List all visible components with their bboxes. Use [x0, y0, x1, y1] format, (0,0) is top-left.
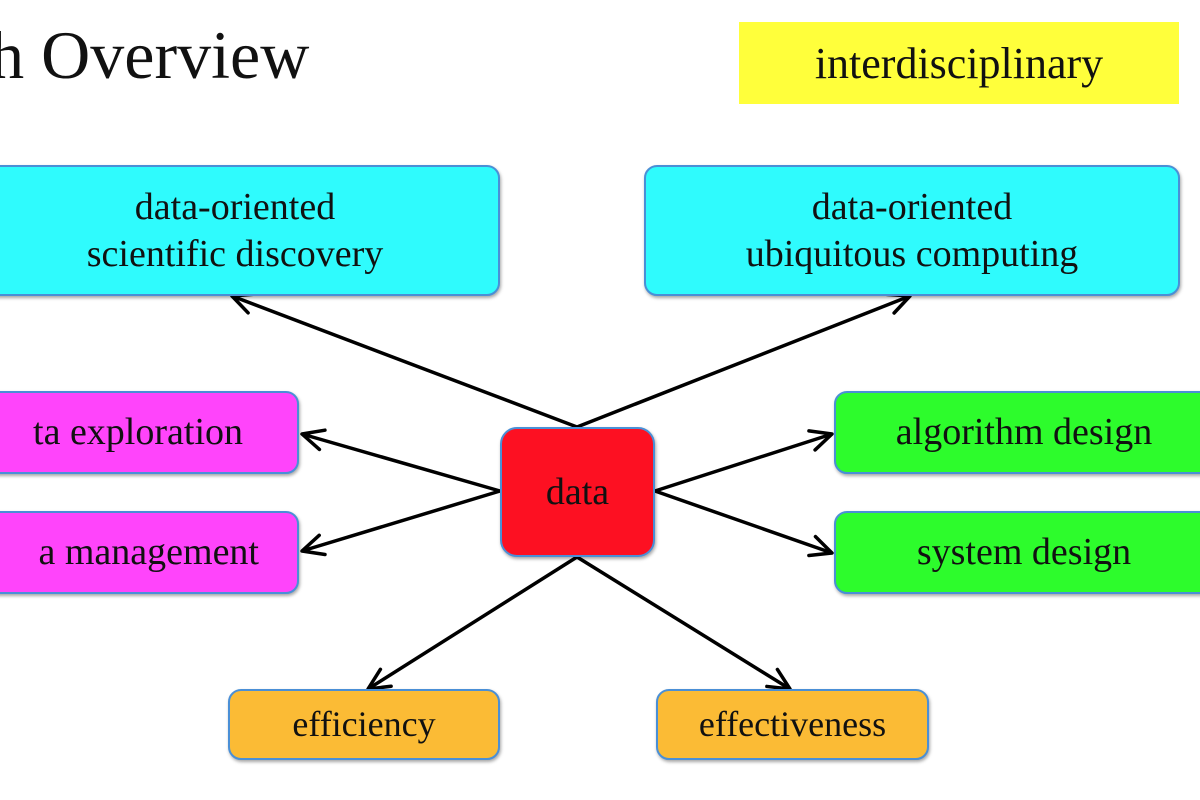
node-exploration: ta exploration [0, 391, 299, 474]
node-effectiveness: effectiveness [656, 689, 929, 760]
arrow-to-scientific-discovery [230, 292, 578, 429]
node-data-label: data [545, 470, 610, 513]
node-data-center: data [500, 427, 655, 557]
arrow-to-algorithm-design [654, 429, 834, 493]
node-system-design: system design [834, 511, 1200, 594]
arrow-to-exploration [300, 428, 501, 493]
node-scientific-discovery: data-oriented scientific discovery [0, 165, 500, 296]
node-system-design-label: system design [916, 531, 1132, 574]
node-ubiquitous-computing-line-1: data-oriented [811, 186, 1013, 229]
node-management: a management [0, 511, 299, 594]
slide-title: ch Overview [0, 17, 310, 93]
interdisciplinary-tag: interdisciplinary [739, 22, 1179, 104]
arrow-to-effectiveness [576, 555, 792, 691]
node-ubiquitous-computing: data-oriented ubiquitous computing [644, 165, 1180, 296]
arrow-to-management [300, 489, 501, 557]
node-management-label: a management [38, 531, 259, 574]
node-scientific-discovery-line-2: scientific discovery [86, 232, 384, 275]
node-exploration-label: ta exploration [33, 411, 243, 454]
node-effectiveness-label: effectiveness [698, 703, 887, 744]
node-scientific-discovery-line-1: data-oriented [134, 186, 336, 229]
arrow-to-efficiency [366, 555, 578, 691]
node-efficiency: efficiency [228, 689, 500, 760]
node-algorithm-design: algorithm design [834, 391, 1200, 474]
node-ubiquitous-computing-line-2: ubiquitous computing [745, 232, 1079, 275]
node-algorithm-design-label: algorithm design [895, 411, 1153, 454]
arrow-to-ubiquitous-computing [576, 292, 912, 429]
node-efficiency-label: efficiency [292, 703, 436, 744]
arrow-to-system-design [654, 489, 834, 558]
